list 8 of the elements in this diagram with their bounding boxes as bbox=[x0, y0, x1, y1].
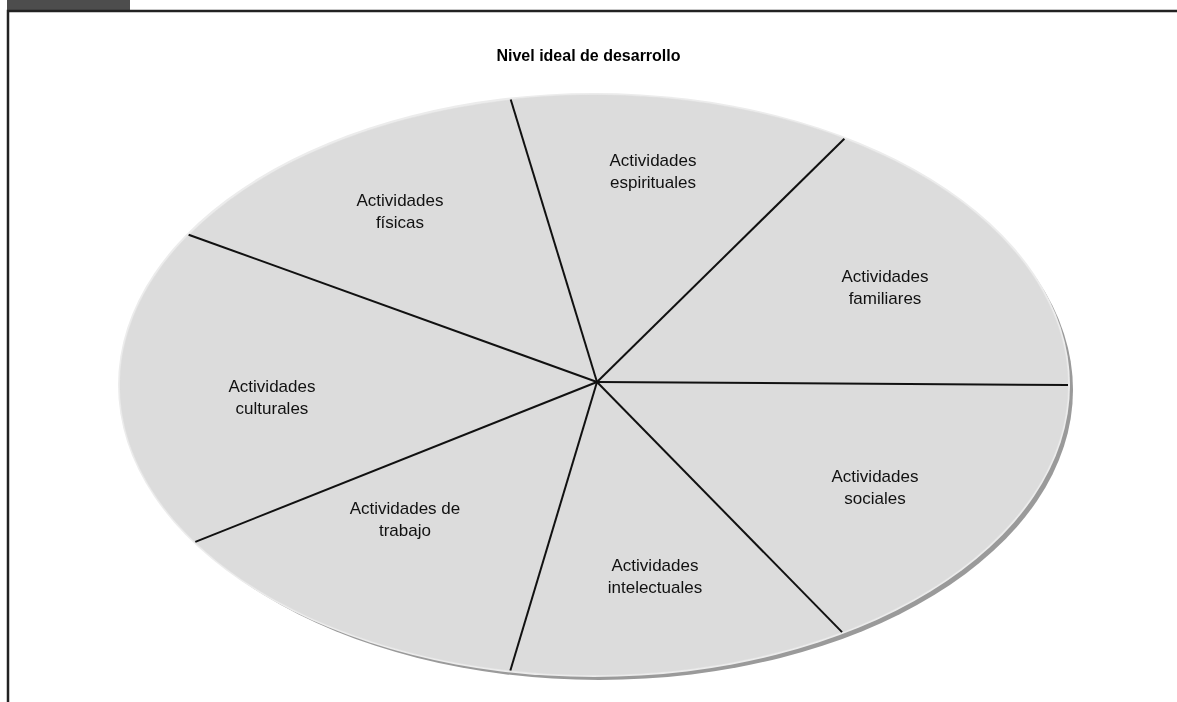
sector-label: Actividades sociales bbox=[830, 466, 920, 510]
sector-label: Actividades culturales bbox=[227, 376, 317, 420]
sector-label: Actividades familiares bbox=[840, 266, 930, 310]
sector-label: Actividades físicas bbox=[355, 190, 445, 234]
sector-label: Actividades intelectuales bbox=[606, 555, 704, 599]
sector-label: Actividades de trabajo bbox=[348, 498, 462, 542]
diagram-title: Nivel ideal de desarrollo bbox=[495, 47, 682, 65]
sector-label: Actividades espirituales bbox=[608, 150, 698, 194]
